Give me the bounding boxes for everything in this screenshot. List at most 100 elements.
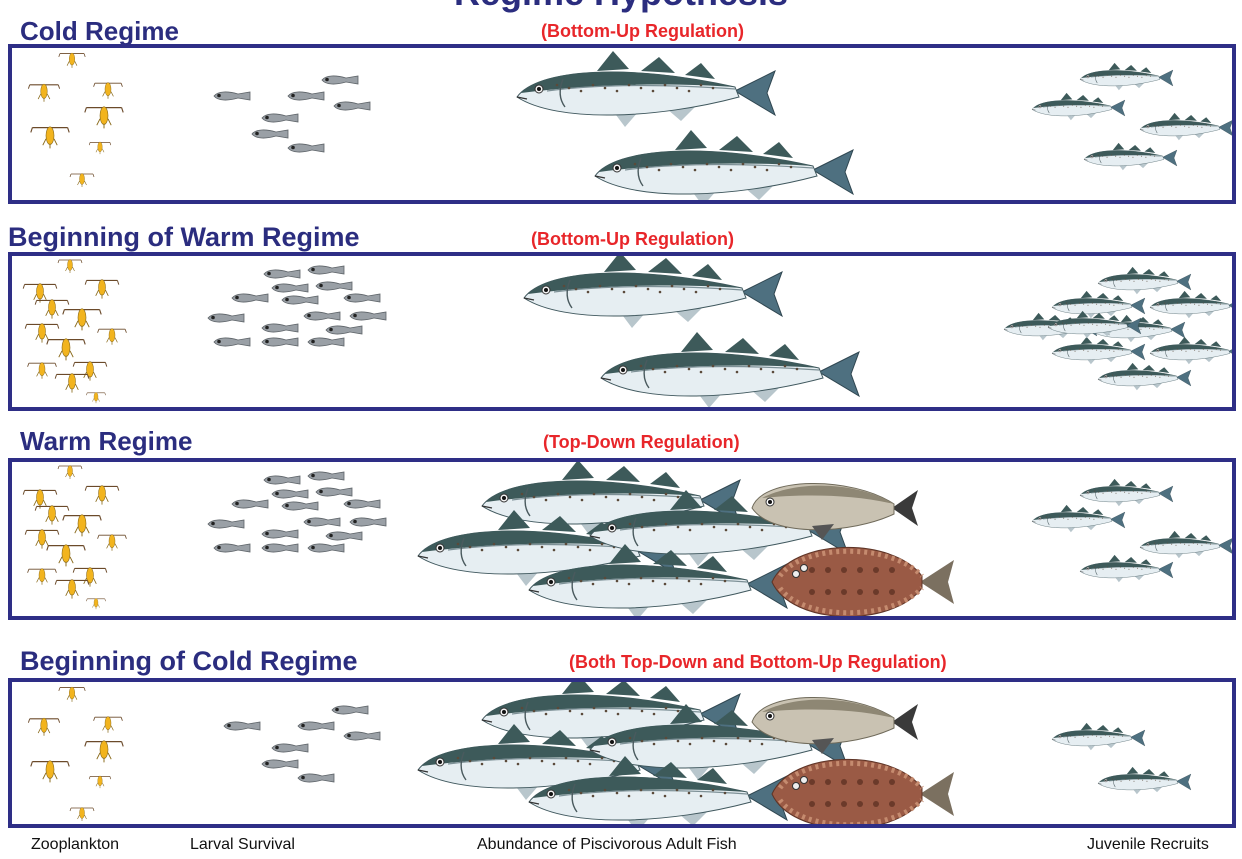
juvenile-recruit-icon xyxy=(1080,555,1173,582)
larval-fish-icon xyxy=(262,530,298,538)
panel-cold-regime xyxy=(8,44,1236,204)
zooplankton-icon xyxy=(86,598,105,609)
zooplankton-icon xyxy=(94,83,123,99)
zooplankton-icon xyxy=(70,174,94,188)
panel-3-heading: Warm Regime xyxy=(20,428,192,454)
juvenile-recruit-icon xyxy=(1032,93,1125,120)
zooplankton-icon xyxy=(59,53,85,68)
column-label-adult-fish: Abundance of Piscivorous Adult Fish xyxy=(477,837,737,853)
larval-fish-icon xyxy=(252,130,288,138)
zooplankton-icon xyxy=(59,687,85,702)
juvenile-recruit-icon xyxy=(1098,363,1191,390)
zooplankton-icon xyxy=(63,309,101,331)
juvenile-recruit-icon xyxy=(1140,113,1232,140)
zooplankton-icon xyxy=(55,374,89,393)
panel-2-heading: Beginning of Warm Regime xyxy=(8,224,360,251)
juvenile-recruit-icon xyxy=(1140,531,1232,558)
zooplankton-icon xyxy=(73,568,107,587)
panel-warm-regime xyxy=(8,458,1236,620)
panel-beginning-cold-regime xyxy=(8,678,1236,828)
column-label-larval-survival: Larval Survival xyxy=(190,837,295,853)
juvenile-recruit-icon xyxy=(1098,767,1191,794)
panel-4-regulation: (Both Top-Down and Bottom-Up Regulation) xyxy=(569,653,947,671)
zooplankton-icon xyxy=(31,127,69,149)
larval-fish-icon xyxy=(304,312,340,320)
larval-fish-icon xyxy=(308,338,344,346)
juvenile-recruit-icon xyxy=(1080,479,1173,506)
larval-fish-icon xyxy=(232,500,268,508)
larval-fish-icon xyxy=(262,760,298,768)
zooplankton-icon xyxy=(28,84,59,102)
zooplankton-icon xyxy=(58,466,82,480)
column-label-juvenile-recruits: Juvenile Recruits xyxy=(1087,837,1209,853)
zooplankton-icon xyxy=(55,580,89,599)
larval-fish-icon xyxy=(262,338,298,346)
larval-fish-icon xyxy=(282,296,318,304)
pollock-icon xyxy=(601,332,859,407)
zooplankton-icon xyxy=(94,717,123,733)
panel-4-heading: Beginning of Cold Regime xyxy=(20,648,358,675)
panel-1-regulation: (Bottom-Up Regulation) xyxy=(541,22,744,40)
zooplankton-icon xyxy=(85,280,119,299)
juvenile-recruit-icon xyxy=(1150,291,1232,318)
zooplankton-icon xyxy=(85,741,123,763)
larval-fish-icon xyxy=(344,500,380,508)
panel-3-regulation: (Top-Down Regulation) xyxy=(543,433,740,451)
larval-fish-icon xyxy=(344,732,380,740)
zooplankton-icon xyxy=(70,808,94,822)
juvenile-recruit-icon xyxy=(1084,143,1177,170)
larval-fish-icon xyxy=(316,488,352,496)
larval-fish-icon xyxy=(262,544,298,552)
larval-fish-icon xyxy=(326,326,362,334)
larval-fish-icon xyxy=(262,114,298,122)
flatfish-icon xyxy=(772,547,954,616)
zooplankton-icon xyxy=(28,363,57,379)
larval-fish-icon xyxy=(208,314,244,322)
larval-fish-icon xyxy=(308,266,344,274)
zooplankton-icon xyxy=(85,107,123,129)
panel-beginning-warm-regime xyxy=(8,252,1236,411)
zooplankton-icon xyxy=(85,486,119,505)
zooplankton-icon xyxy=(73,362,107,381)
pollock-icon xyxy=(517,51,775,127)
juvenile-recruit-icon xyxy=(1150,337,1232,364)
zooplankton-icon xyxy=(86,392,105,403)
larval-fish-icon xyxy=(288,144,324,152)
zooplankton-icon xyxy=(47,545,85,567)
larval-fish-icon xyxy=(282,502,318,510)
juvenile-recruit-icon xyxy=(1032,505,1125,532)
figure-title: Regime Hypothesis xyxy=(0,0,1242,14)
larval-fish-icon xyxy=(214,544,250,552)
panel-2-illustration xyxy=(12,256,1232,407)
larval-fish-icon xyxy=(272,744,308,752)
larval-fish-icon xyxy=(288,92,324,100)
pollock-icon xyxy=(595,130,853,200)
larval-fish-icon xyxy=(262,324,298,332)
larval-fish-icon xyxy=(316,282,352,290)
larval-fish-icon xyxy=(298,722,334,730)
zooplankton-icon xyxy=(31,761,69,783)
larval-fish-icon xyxy=(334,102,370,110)
juvenile-recruit-icon xyxy=(1098,267,1191,294)
larval-fish-icon xyxy=(332,706,368,714)
larval-fish-icon xyxy=(308,472,344,480)
larval-fish-icon xyxy=(326,532,362,540)
larval-fish-icon xyxy=(214,92,250,100)
pollock-icon xyxy=(524,256,782,328)
larval-fish-icon xyxy=(232,294,268,302)
larval-fish-icon xyxy=(214,338,250,346)
larval-fish-icon xyxy=(304,518,340,526)
larval-fish-icon xyxy=(224,722,260,730)
panel-1-heading: Cold Regime xyxy=(20,18,179,44)
zooplankton-icon xyxy=(28,569,57,585)
larval-fish-icon xyxy=(272,284,308,292)
panel-4-illustration xyxy=(12,682,1232,824)
flatfish-icon xyxy=(772,759,954,824)
column-label-zooplankton: Zooplankton xyxy=(31,837,119,853)
larval-fish-icon xyxy=(272,490,308,498)
zooplankton-icon xyxy=(47,339,85,361)
panel-1-illustration xyxy=(12,48,1232,200)
larval-fish-icon xyxy=(208,520,244,528)
panel-2-regulation: (Bottom-Up Regulation) xyxy=(531,230,734,248)
larval-fish-icon xyxy=(322,76,358,84)
